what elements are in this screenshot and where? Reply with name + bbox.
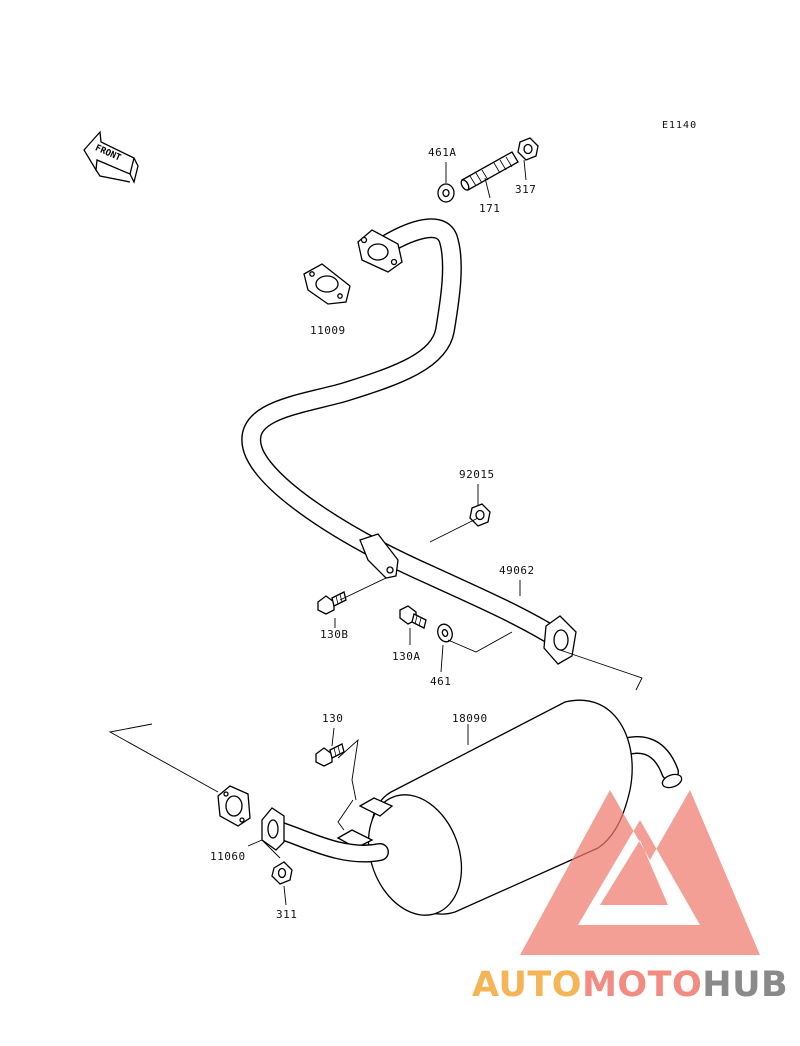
watermark-hub: HUB [702,965,788,1005]
diagram-ref-code: E1140 [662,120,697,131]
washer-461A [437,183,455,203]
bolt-130B [317,591,347,615]
collar-92015 [469,503,491,527]
watermark-auto: AUTO [472,965,582,1005]
exhaust-head-pipe [241,218,577,665]
label-18090: 18090 [452,712,488,725]
label-461: 461 [430,675,451,688]
gasket-11060 [217,785,251,827]
stud-171 [460,151,519,191]
label-49062: 49062 [499,564,535,577]
label-171: 171 [479,202,500,215]
label-92015: 92015 [459,468,495,481]
label-311: 311 [276,908,297,921]
bolt-130 [315,743,345,767]
label-11060: 11060 [210,850,246,863]
muffler-18090 [261,699,683,916]
front-arrow-icon: FRONT [83,130,139,184]
nut-317 [517,137,539,161]
automotohub-logo [520,790,760,955]
leader-lines [108,159,643,906]
label-130A: 130A [392,650,421,663]
label-130B: 130B [320,628,349,641]
label-317: 317 [515,183,536,196]
gasket-11009 [303,263,351,305]
label-461A: 461A [428,146,457,159]
nut-311 [271,861,293,885]
label-130: 130 [322,712,343,725]
watermark-text: AUTOMOTOHUB [472,965,788,1005]
washer-461 [437,623,453,643]
label-11009: 11009 [310,324,346,337]
watermark-moto: MOTO [582,965,702,1005]
bolt-130A [399,605,427,629]
